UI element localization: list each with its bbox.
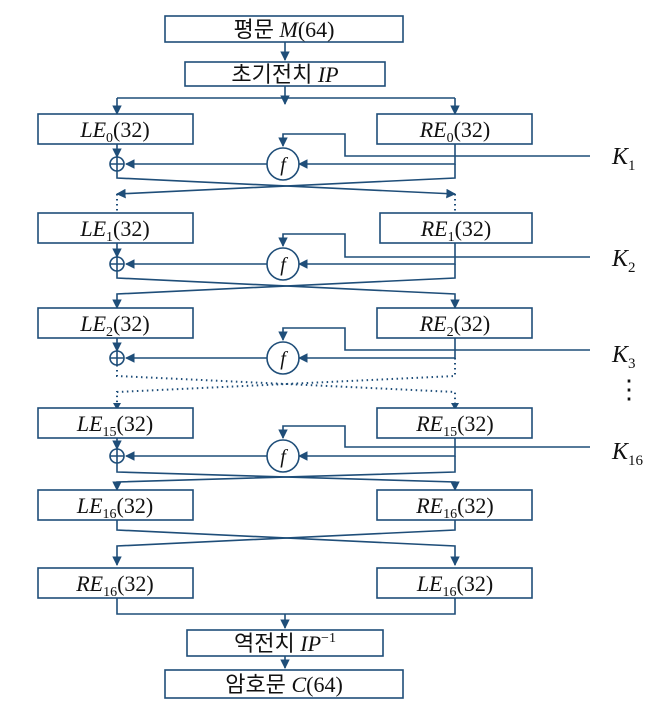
inverse-permutation-label: 역전치 IP−1: [234, 631, 336, 657]
subkey-label: K3: [611, 342, 636, 372]
le-box: [37, 113, 194, 145]
plaintext-box: [164, 15, 404, 43]
initial-permutation-box: [184, 61, 386, 87]
inverse-permutation-box: [186, 629, 384, 657]
subkey-label: K1: [611, 144, 636, 174]
le-label: LE15(32): [76, 411, 153, 440]
le16-box: [37, 489, 194, 521]
subkey-label: K16: [611, 439, 644, 469]
round-0: LE0(32) RE0(32) f K1: [37, 113, 636, 214]
re-box: [376, 113, 533, 145]
round-16: LE16(32) RE16(32): [37, 489, 533, 566]
continuation-dots: ⋮: [616, 375, 642, 404]
le-box: [37, 212, 194, 244]
ciphertext-label: 암호문 C(64): [225, 672, 343, 698]
le-label: LE0(32): [79, 117, 149, 146]
subkey-label: K2: [611, 246, 636, 276]
le16-swapped-label: LE16(32): [416, 571, 493, 600]
re-box: [376, 407, 533, 439]
le-label: LE1(32): [79, 216, 149, 245]
re16-swapped-box: [37, 567, 194, 599]
swap-row: RE16(32) LE16(32): [37, 567, 533, 629]
re-label: RE0(32): [419, 117, 491, 146]
initial-permutation-label: 초기전치 IP: [231, 62, 338, 88]
le-box: [37, 307, 194, 339]
le-label: LE2(32): [79, 311, 149, 340]
re-box: [379, 212, 533, 244]
round-2: LE2(32) RE2(32) f K3 ⋮: [37, 307, 642, 410]
f-function-label: f: [280, 254, 288, 276]
re16-label: RE16(32): [415, 493, 494, 522]
ciphertext-box: [164, 669, 404, 699]
f-function-label: f: [280, 348, 288, 370]
le-box: [37, 407, 194, 439]
round-15: LE15(32) RE15(32) f K16: [37, 407, 644, 491]
le16-label: LE16(32): [76, 493, 153, 522]
re-label: RE2(32): [419, 311, 491, 340]
re-label: RE1(32): [420, 216, 492, 245]
le16-swapped-box: [376, 567, 533, 599]
f-function-label: f: [280, 154, 288, 176]
plaintext-label: 평문 M(64): [234, 17, 335, 43]
round-1: LE1(32) RE1(32) f K2: [37, 212, 636, 309]
f-function-label: f: [280, 446, 288, 468]
re16-swapped-label: RE16(32): [75, 571, 154, 600]
re-label: RE15(32): [415, 411, 494, 440]
